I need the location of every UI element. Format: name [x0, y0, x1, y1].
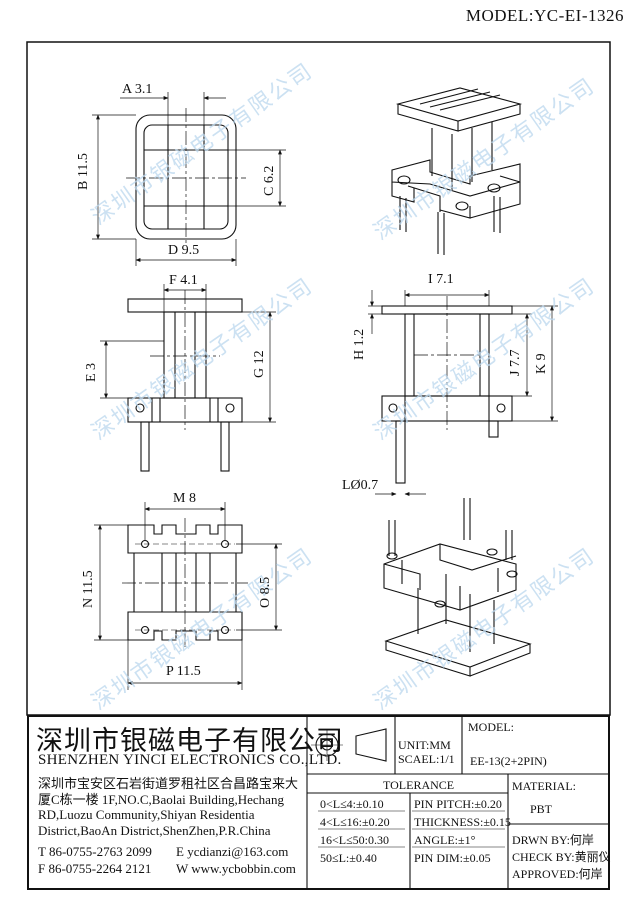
dim-label-e: E 3 — [84, 362, 99, 382]
company-tel: T 86-0755-2763 2099 — [38, 844, 152, 859]
drawing-frame — [26, 41, 611, 716]
scale-label: SCAEL:1/1 — [398, 752, 455, 766]
tolerance-row: 4<L≤16:±0.20 — [320, 815, 390, 829]
dim-label-k: K 9 — [534, 353, 549, 374]
checked-by: CHECK BY:黄丽仪 — [512, 850, 611, 864]
bottom-view — [94, 502, 282, 690]
approved-by: APPROVED:何岸 — [512, 867, 603, 881]
dim-label-b: B 11.5 — [76, 153, 91, 190]
unit-label: UNIT:MM — [398, 738, 451, 752]
side-view — [368, 290, 558, 496]
dim-label-d: D 9.5 — [168, 243, 200, 258]
title-block — [27, 715, 610, 890]
front-view — [100, 284, 276, 472]
material-label: MATERIAL: — [512, 779, 576, 793]
dim-label-h: H 1.2 — [352, 328, 367, 360]
company-web: W www.ycbobbin.com — [176, 861, 296, 876]
tolerance-title: TOLERANCE — [383, 778, 455, 792]
dim-label-j: J 7.7 — [508, 349, 523, 376]
isometric-view-top — [391, 87, 523, 255]
dim-label-p: P 11.5 — [166, 664, 201, 679]
dim-label-c: C 6.2 — [262, 165, 277, 196]
material-value: PBT — [530, 802, 553, 816]
dim-label-i: I 7.1 — [428, 272, 454, 287]
pin-tolerance-row: THICKNESS:±0.15 — [414, 815, 511, 829]
dim-label-m: M 8 — [173, 491, 196, 506]
isometric-view-bottom — [383, 498, 532, 677]
tolerance-row: 50≤L:±0.40 — [320, 851, 377, 865]
company-name-en: SHENZHEN YINCI ELECTRONICS CO.,LTD. — [38, 752, 342, 768]
company-name-cn: 深圳市银磁电子有限公司 — [36, 726, 344, 757]
drawn-by: DRWN BY:何岸 — [512, 833, 594, 847]
dim-label-g: G 12 — [252, 350, 267, 378]
model-value: EE-13(2+2PIN) — [470, 754, 547, 768]
model-header: MODEL:YC-EI-1326 — [465, 6, 624, 25]
model-label: MODEL: — [468, 720, 514, 734]
tolerance-row: 16<L≤50:0.30 — [320, 833, 390, 847]
top-view — [92, 92, 286, 266]
pin-tolerance-row: PIN PITCH:±0.20 — [414, 797, 502, 811]
company-fax: F 86-0755-2264 2121 — [38, 861, 152, 876]
dim-label-f: F 4.1 — [169, 273, 198, 288]
company-address: 深圳市宝安区石岩街道罗租社区合昌路宝来大厦C栋一楼 1F,NO.C,Baolai… — [38, 776, 299, 838]
company-email: E ycdianzi@163.com — [176, 844, 289, 859]
dim-label-n: N 11.5 — [81, 570, 96, 608]
title-block-grid — [306, 716, 610, 889]
dim-label-l: LØ0.7 — [342, 478, 379, 493]
pin-tolerance-row: PIN DIM:±0.05 — [414, 851, 491, 865]
tolerance-row: 0<L≤4:±0.10 — [320, 797, 384, 811]
dim-label-a: A 3.1 — [122, 82, 153, 97]
pin-tolerance-row: ANGLE:±1° — [414, 833, 476, 847]
dim-label-o: O 8.5 — [258, 576, 273, 608]
